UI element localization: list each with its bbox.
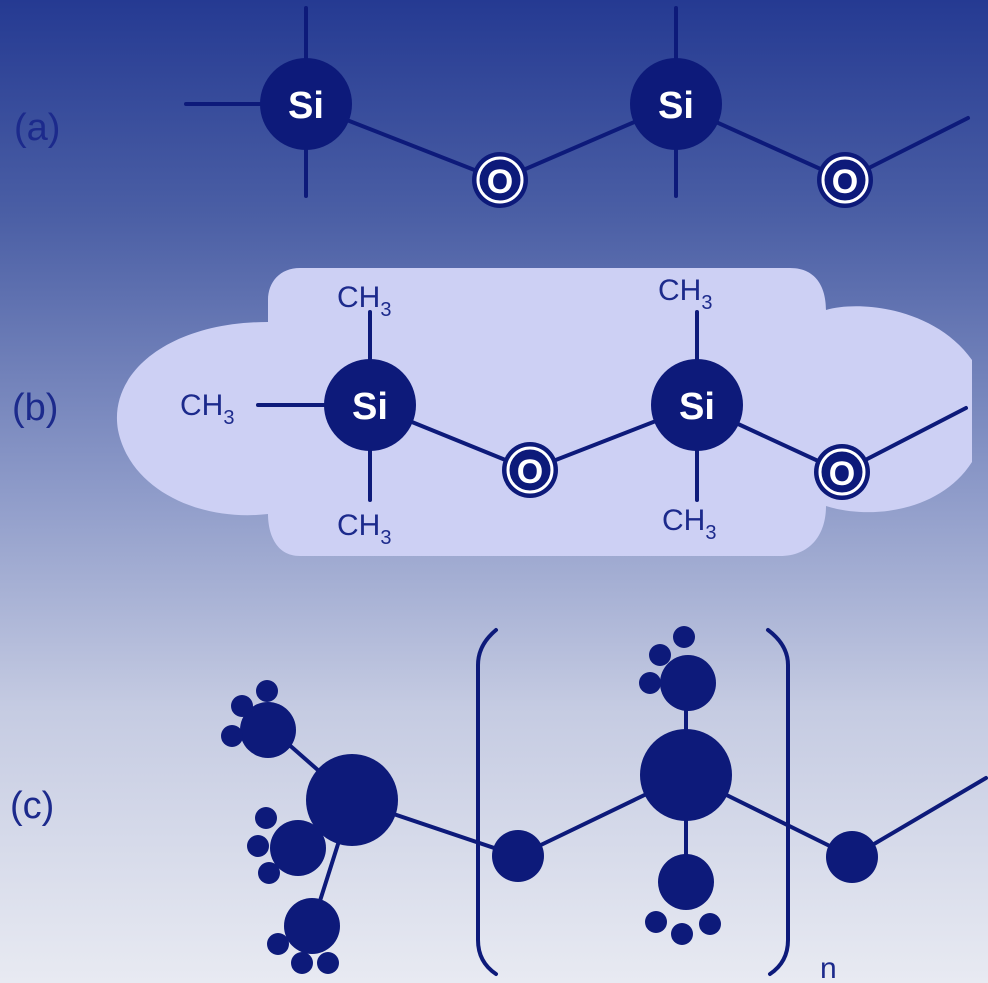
- oxygen-label: O: [487, 163, 513, 201]
- oxygen-atom: O: [472, 152, 528, 208]
- svg-text:CH3: CH3: [662, 504, 716, 544]
- methyl-label: CH: [180, 389, 223, 422]
- silicon-label: Si: [679, 386, 715, 428]
- silicon-label: Si: [352, 386, 388, 428]
- svg-text:CH3: CH3: [337, 281, 391, 321]
- oxygen-label: O: [832, 163, 858, 201]
- oxygen-label: O: [517, 453, 543, 491]
- methyl-label: CH: [662, 504, 705, 537]
- methyl-cluster: [645, 854, 721, 945]
- silicon-label: Si: [658, 85, 694, 127]
- repeat-subscript: n: [820, 952, 837, 983]
- methyl-subscript: 3: [705, 522, 716, 544]
- svg-text:CH3: CH3: [180, 389, 234, 429]
- oxygen-atom: O: [814, 444, 870, 500]
- panel-label-a: (a): [14, 107, 60, 149]
- methyl-group: CH3: [337, 509, 391, 549]
- oxygen-atom: O: [817, 152, 873, 208]
- right-bracket: [766, 628, 790, 976]
- methyl-label: CH: [337, 509, 380, 542]
- methyl-group: CH3: [180, 389, 234, 429]
- silicon-atom: Si: [651, 359, 743, 451]
- methyl-subscript: 3: [701, 292, 712, 314]
- svg-text:CH3: CH3: [658, 274, 712, 314]
- silicon-atom: Si: [630, 58, 722, 150]
- silicon-atom: [640, 729, 732, 821]
- oxygen-atom: [826, 831, 878, 883]
- oxygen-atom: O: [502, 442, 558, 498]
- oxygen-label: O: [829, 455, 855, 493]
- methyl-label: CH: [658, 274, 701, 307]
- methyl-cloud: [116, 268, 973, 556]
- panel-b-structure: CH3 CH3 CH3 CH3 CH3 Si O Si: [116, 268, 973, 556]
- silicon-label: Si: [288, 85, 324, 127]
- panel-c-structure: n: [221, 626, 988, 983]
- methyl-subscript: 3: [380, 299, 391, 321]
- methyl-cluster: [247, 807, 326, 884]
- panel-label-b: (b): [12, 387, 58, 429]
- methyl-label: CH: [337, 281, 380, 314]
- methyl-subscript: 3: [223, 407, 234, 429]
- oxygen-atom: [492, 830, 544, 882]
- panel-a-structure: Si O Si O: [184, 6, 970, 208]
- methyl-group: CH3: [337, 281, 391, 321]
- methyl-group: CH3: [658, 274, 712, 314]
- left-bracket: [476, 628, 498, 976]
- panel-label-c: (c): [10, 785, 54, 827]
- silicon-atom: [306, 754, 398, 846]
- methyl-cluster: [221, 680, 296, 758]
- methyl-group: CH3: [662, 504, 716, 544]
- silicon-atom: Si: [324, 359, 416, 451]
- svg-text:CH3: CH3: [337, 509, 391, 549]
- methyl-subscript: 3: [380, 527, 391, 549]
- silicon-atom: Si: [260, 58, 352, 150]
- methyl-cluster: [267, 898, 340, 974]
- methyl-cluster: [639, 626, 716, 711]
